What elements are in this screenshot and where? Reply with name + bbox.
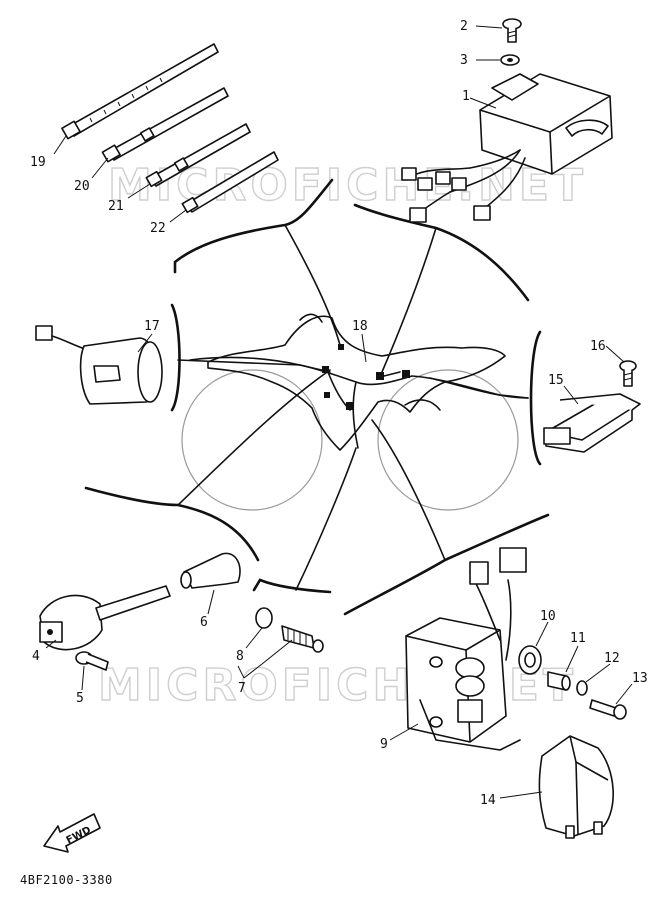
cover-14: [538, 735, 614, 839]
group-brackets: [84, 178, 550, 616]
callout-leaders: [45, 25, 633, 799]
callout-16: 16: [590, 339, 606, 354]
cable-tie-20: [101, 87, 229, 163]
callout-labels: 1 2 3 4 5 6 7 8 9 10 11 12 13 14 15 16 1…: [30, 19, 648, 808]
callout-4: 4: [32, 649, 40, 664]
diagram-code: 4BF2100-3380: [20, 873, 113, 887]
part-17-unit: [35, 325, 163, 405]
washer-12: [576, 680, 588, 696]
grommet-10: [518, 645, 542, 675]
callout-6: 6: [200, 615, 208, 630]
callout-3: 3: [460, 53, 468, 68]
bolt-5: [75, 651, 109, 671]
connection-lines: [177, 224, 529, 591]
neutral-switch-7: [281, 625, 324, 653]
callout-17: 17: [144, 319, 160, 334]
part-15-unit: [543, 393, 641, 453]
motorcycle-outline: [181, 313, 519, 511]
gasket-8: [255, 607, 273, 629]
callout-10: 10: [540, 609, 556, 624]
callout-22: 22: [150, 221, 166, 236]
callout-12: 12: [604, 651, 620, 666]
callout-20: 20: [74, 179, 90, 194]
bolt-13: [589, 699, 627, 720]
wire-harness: [189, 344, 529, 449]
cable-tie-22: [181, 151, 279, 214]
callout-19: 19: [30, 155, 46, 170]
cable-tie-21: [145, 123, 251, 188]
fwd-arrow: FWD: [43, 813, 101, 853]
washer-3: [500, 54, 520, 66]
ignition-coil-4: [39, 585, 171, 651]
callout-8: 8: [236, 649, 244, 664]
callout-1: 1: [462, 89, 470, 104]
screw-2: [502, 18, 522, 43]
cable-tie-19: [61, 43, 219, 140]
callout-13: 13: [632, 671, 648, 686]
collar-11: [547, 671, 571, 691]
cdi-unit: [401, 73, 613, 223]
callout-14: 14: [480, 793, 496, 808]
callout-7: 7: [238, 681, 246, 696]
callout-15: 15: [548, 373, 564, 388]
callout-9: 9: [380, 737, 388, 752]
screw-16: [619, 360, 637, 387]
callout-21: 21: [108, 199, 124, 214]
callout-5: 5: [76, 691, 84, 706]
callout-18: 18: [352, 319, 368, 334]
callout-11: 11: [570, 631, 586, 646]
callout-2: 2: [460, 19, 468, 34]
part-9-assembly: [405, 547, 527, 751]
spark-plug-cap-6: [180, 552, 241, 589]
